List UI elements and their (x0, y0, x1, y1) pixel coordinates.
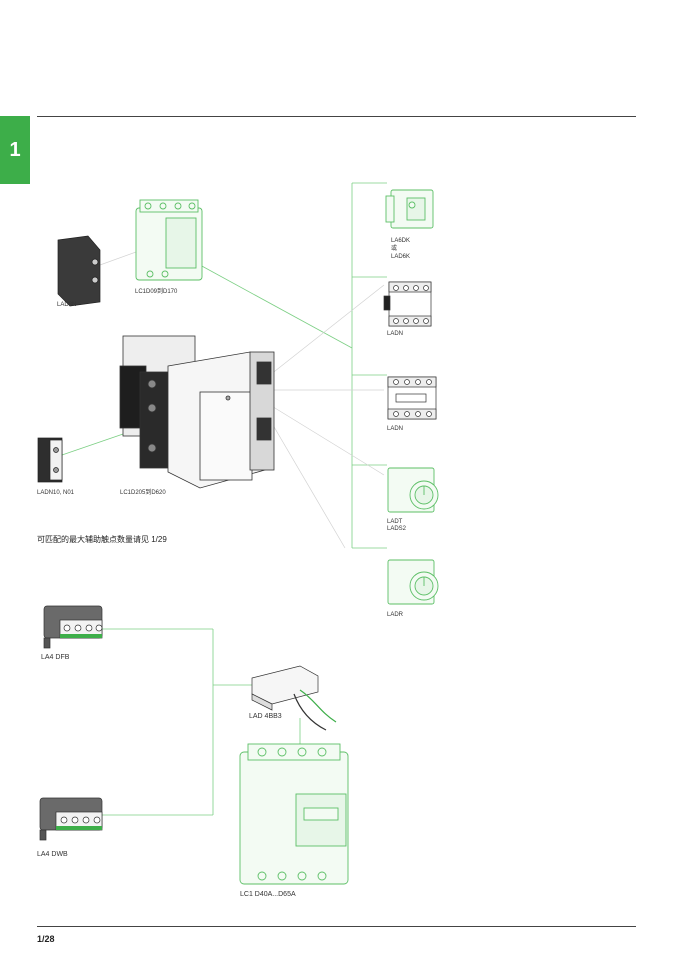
chapter-number: 1 (9, 138, 21, 161)
ladn-module-2 (387, 376, 437, 420)
label-lc1d205: LC1D205到D620 (120, 490, 166, 496)
label-ladn-1: LADN (387, 331, 404, 337)
footer-rule (37, 926, 636, 927)
la6dk-module (385, 189, 434, 229)
ladt-module (387, 467, 439, 513)
lad8n-module (57, 235, 101, 307)
lc1d09-contactor (135, 199, 203, 281)
label-la4dfb: LA4 DFB (41, 654, 70, 661)
header-rule (37, 116, 636, 117)
label-lad8n: LAD8N (57, 302, 77, 308)
label-ladt: LADT (387, 519, 403, 525)
lc1d205-contactor (119, 335, 275, 489)
ladn-module-1 (383, 281, 432, 327)
ladn10-module (37, 437, 63, 483)
label-lads2: LADS2 (387, 526, 407, 532)
label-ladn10: LADN10, N01 (37, 490, 75, 496)
lc1d40a-contactor (239, 743, 349, 885)
label-ladr: LADR (387, 612, 404, 618)
label-lad4bb3: LAD 4BB3 (249, 713, 282, 720)
label-lc1d09: LC1D09到D170 (135, 289, 178, 295)
label-lc1d40a: LC1 D40A...D65A (240, 891, 296, 898)
label-la4dwb: LA4 DWB (37, 851, 68, 858)
la4dfb-module (43, 605, 103, 649)
page-number: 1/28 (37, 934, 55, 944)
label-la6dk: LA6DK (391, 238, 411, 244)
diagonal-connector-line (199, 264, 353, 349)
chapter-tab: 1 (0, 116, 30, 184)
label-lad6k: LAD6K (391, 254, 411, 260)
lad4bb3-module (251, 665, 337, 731)
ladr-module (387, 559, 439, 605)
label-la6dk-or: 或 (391, 246, 398, 252)
label-ladn-2: LADN (387, 426, 404, 432)
max-contacts-note: 可匹配的最大辅助触点数量请见 1/29 (37, 535, 167, 544)
la4dwb-module (39, 797, 103, 841)
